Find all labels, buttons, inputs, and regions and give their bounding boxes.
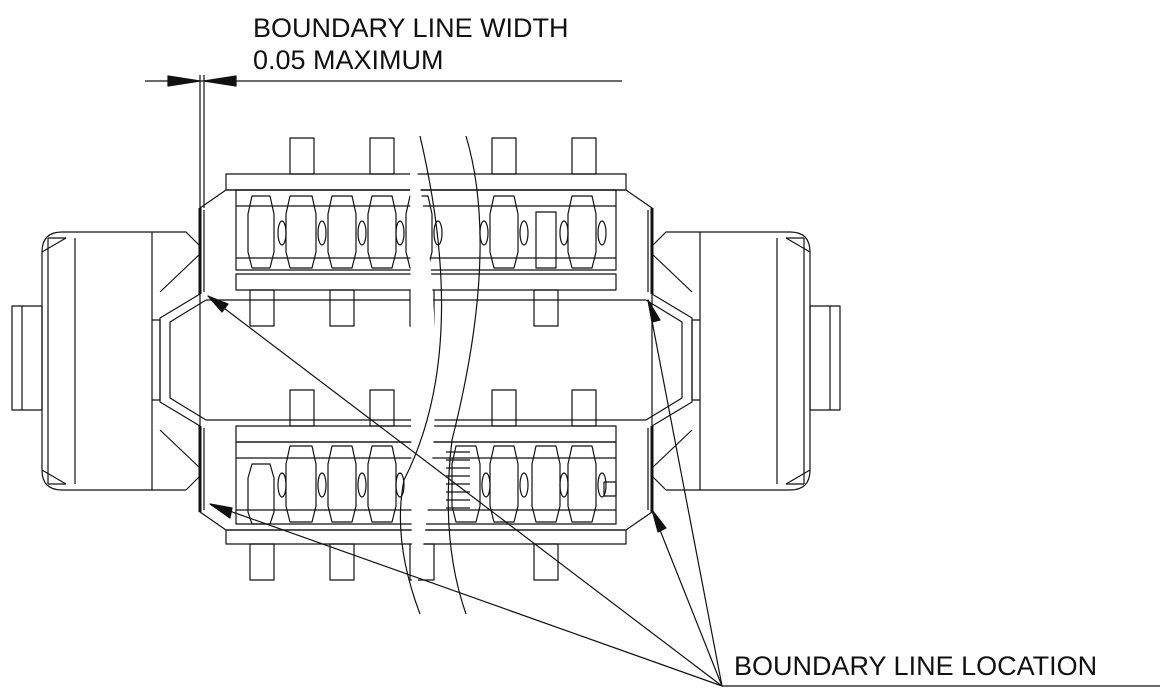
upper-contact-row (226, 138, 626, 326)
left-latch-body (12, 232, 200, 490)
width-dimension (145, 75, 622, 208)
right-latch-body (652, 232, 840, 490)
boundary-location-label: BOUNDARY LINE LOCATION (734, 651, 1098, 681)
break-lines (400, 136, 480, 640)
boundary-width-label-line2: 0.05 MAXIMUM (253, 45, 444, 75)
boundary-width-label-line1: BOUNDARY LINE WIDTH (253, 13, 569, 43)
leader-lines (208, 296, 1160, 686)
